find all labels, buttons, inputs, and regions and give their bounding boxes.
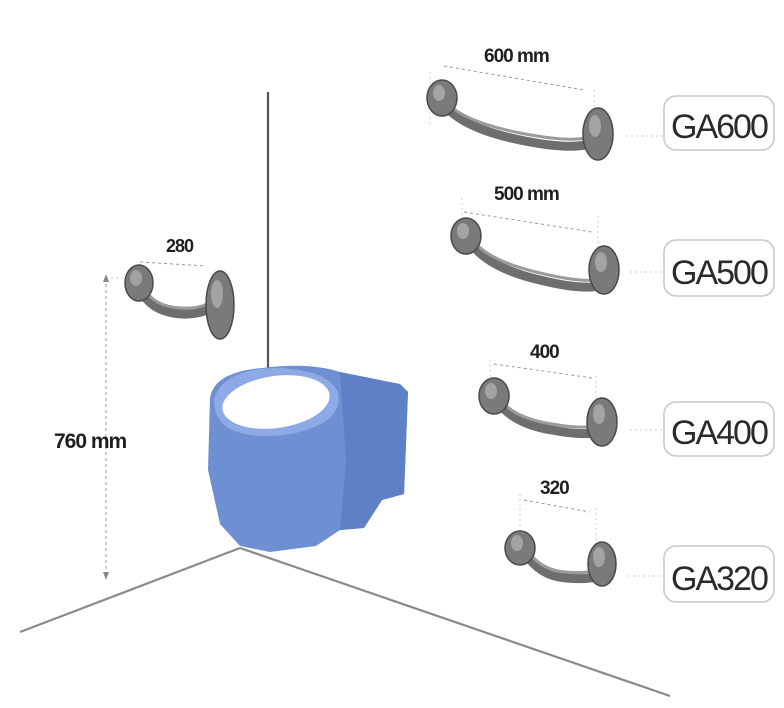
ga320-dimension-label: 320 (540, 478, 569, 499)
ga600-dimension-label: 600 mm (484, 46, 549, 67)
ga400-dimension-label: 400 (530, 342, 559, 363)
ga400-model-box (663, 401, 775, 457)
ga400-model-label: GA400 (671, 414, 768, 452)
toilet-illustration (208, 365, 408, 552)
floor-left-line (19, 546, 241, 634)
ga500-model-box (663, 239, 775, 297)
mounted-bar-dimension-label: 280 (166, 236, 194, 256)
height-label: 760 mm (54, 430, 127, 453)
grab-bar-ga600: 600 mm GA600 (426, 46, 775, 161)
grab-bar-ga320: 320 GA320 (504, 478, 775, 603)
ga320-model-box (663, 545, 775, 603)
ga320-model-label: GA320 (671, 560, 768, 598)
grab-bar-ga400: 400 GA400 (478, 342, 775, 457)
floor-right-line (239, 546, 671, 698)
ga600-model-box (663, 95, 775, 151)
ga500-model-label: GA500 (671, 254, 768, 292)
grab-bar-ga500: 500 mm GA500 (450, 184, 775, 297)
height-dimension: 760 mm (54, 274, 150, 580)
ga600-model-label: GA600 (671, 108, 768, 146)
mounted-grab-bar: 280 (124, 236, 235, 340)
ga500-dimension-label: 500 mm (494, 184, 559, 205)
